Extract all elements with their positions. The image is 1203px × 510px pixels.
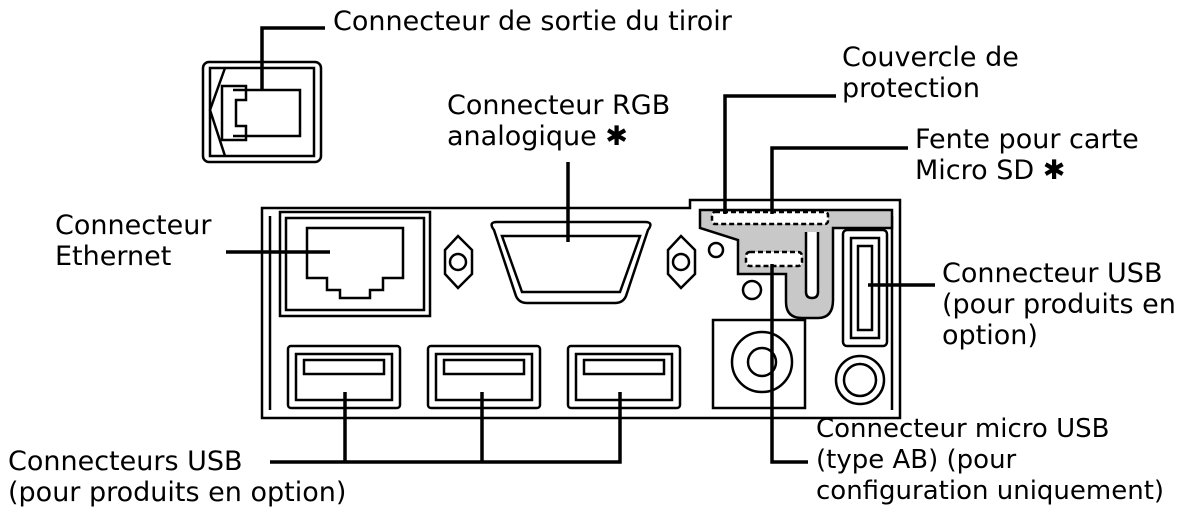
- label-protection-cover: Couvercle de protection: [842, 42, 1019, 104]
- leader-drawer: [260, 26, 325, 90]
- label-ethernet-connector: Connecteur Ethernet: [55, 210, 212, 272]
- leader-micro-usb: [770, 264, 808, 464]
- usb-port-3: [566, 344, 682, 410]
- dc-jack: [711, 318, 886, 410]
- label-usb-bottom: Connecteurs USB (pour produits en option…: [8, 446, 347, 508]
- label-drawer-connector: Connecteur de sortie du tiroir: [333, 6, 732, 37]
- usb-side-port: [841, 228, 889, 348]
- ethernet-port: [278, 210, 432, 318]
- indicator-holes: [707, 241, 763, 301]
- label-rgb-connector: Connecteur RGB analogique ✱: [447, 90, 671, 152]
- leader-usb-bottom: [270, 392, 622, 464]
- leader-cover: [723, 94, 836, 214]
- rgb-port: [443, 220, 697, 305]
- label-usb-side: Connecteur USB (pour produits en option): [942, 258, 1176, 351]
- leader-sd: [770, 146, 908, 214]
- label-micro-usb: Connecteur micro USB (type AB) (pour con…: [816, 414, 1165, 506]
- protection-cover: [698, 208, 894, 320]
- leader-lines: [226, 26, 935, 464]
- label-microsd-slot: Fente pour carte Micro SD ✱: [915, 124, 1139, 186]
- usb-port-2: [426, 344, 542, 410]
- rear-panel: [260, 198, 902, 420]
